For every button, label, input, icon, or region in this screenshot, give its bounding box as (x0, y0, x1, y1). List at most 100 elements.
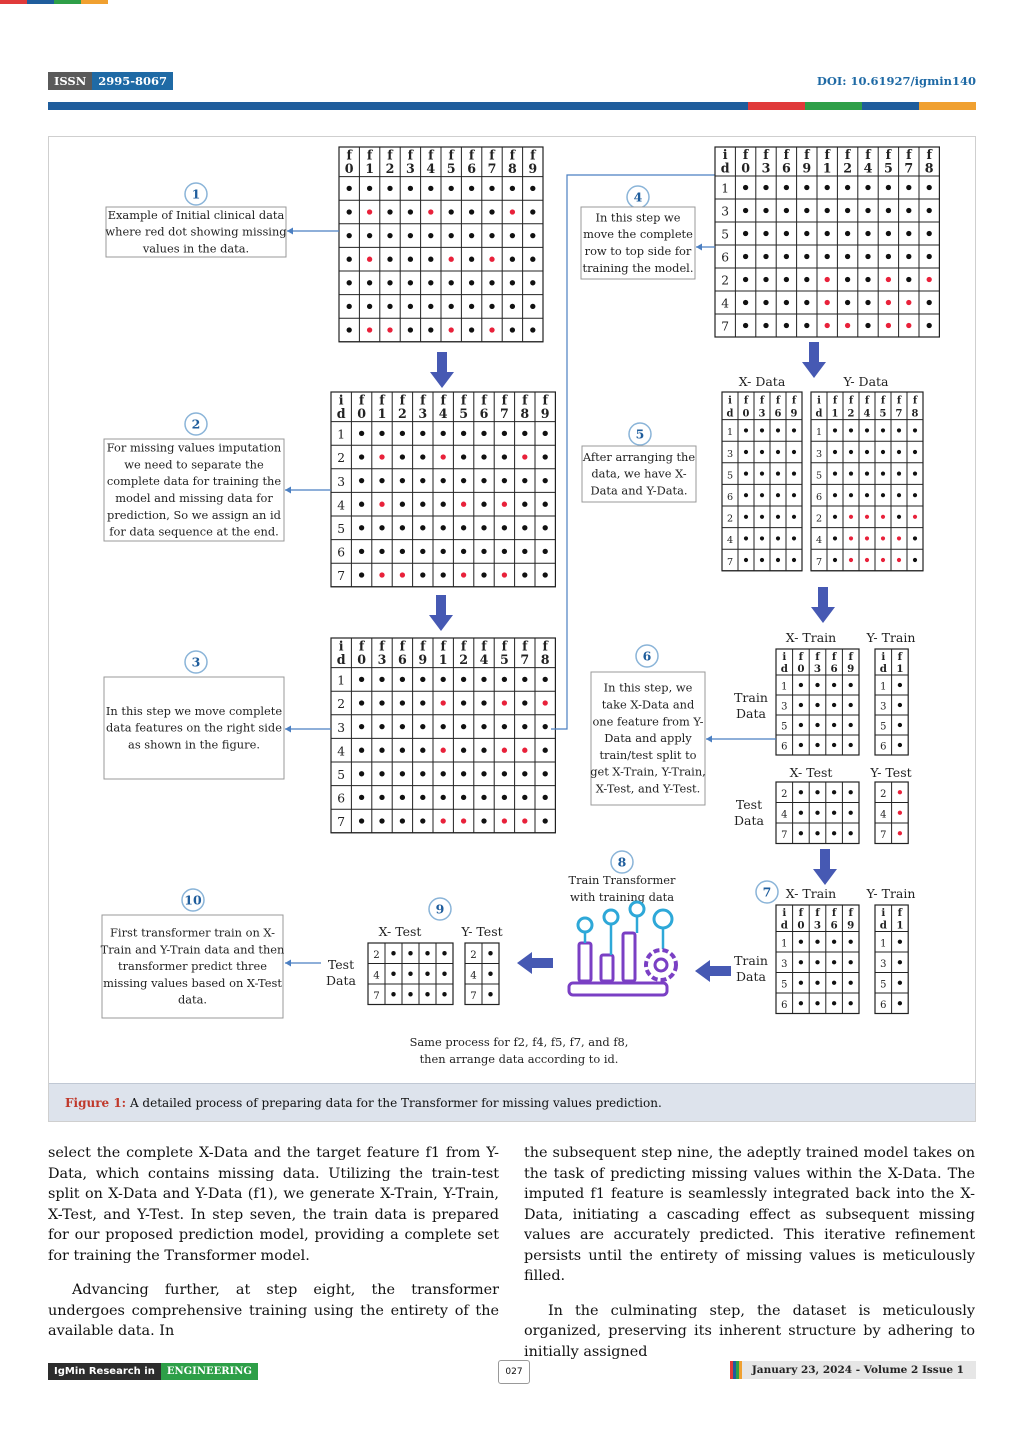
data-dot (799, 703, 803, 707)
data-dot (489, 186, 494, 191)
data-dot (420, 478, 425, 483)
data-dot (763, 277, 768, 282)
table-header-cell: d (781, 919, 788, 931)
data-dot (898, 1001, 902, 1005)
data-dot (420, 700, 425, 705)
missing-value-dot (913, 515, 917, 519)
data-dot (400, 818, 405, 823)
data-dot (502, 478, 507, 483)
data-dot (543, 748, 548, 753)
table-header-cell: f (815, 651, 820, 663)
table-header-cell: 4 (439, 406, 448, 421)
table-header-cell: 6 (831, 663, 838, 675)
table-header-cell: 1 (896, 663, 903, 675)
data-dot (865, 450, 869, 454)
data-dot (886, 254, 891, 259)
missing-value-dot (522, 818, 527, 823)
data-dot (799, 790, 803, 794)
data-dot (359, 771, 364, 776)
table-header-cell: f (832, 651, 837, 663)
data-dot (825, 208, 830, 213)
data-dot (510, 233, 515, 238)
data-dot (849, 493, 853, 497)
data-dot (425, 992, 429, 996)
body-column-right: the subsequent step nine, the adeptly tr… (524, 1143, 975, 1376)
data-dot (849, 1001, 853, 1005)
data-dot (400, 478, 405, 483)
table-row-id: 4 (880, 809, 886, 820)
table-header-cell: 7 (904, 161, 913, 176)
table-header-cell: 8 (508, 161, 517, 176)
table-header-cell: f (865, 396, 870, 407)
data-dot (489, 209, 494, 214)
data-dot (522, 724, 527, 729)
table-header-cell: 1 (439, 652, 448, 667)
label-test: Data (326, 973, 356, 988)
note-line: values in the data. (142, 241, 249, 255)
missing-value-dot (849, 515, 853, 519)
data-dot (763, 300, 768, 305)
doi-link[interactable]: DOI: 10.61927/igmin140 (817, 74, 976, 88)
step-number: 6 (643, 649, 652, 664)
table-row-id: 2 (337, 451, 345, 465)
data-dot (387, 233, 392, 238)
table-row-id: 6 (816, 492, 822, 503)
data-dot (481, 700, 486, 705)
data-dot (379, 700, 384, 705)
table-row-id: 5 (816, 470, 822, 481)
data-dot (408, 209, 413, 214)
data-dot (522, 549, 527, 554)
data-dot (815, 831, 819, 835)
note-line: for data sequence at the end. (109, 525, 279, 539)
label-train: Train (734, 953, 768, 968)
label-x-train: X- Train (786, 886, 836, 901)
data-dot (784, 300, 789, 305)
table-row-id: 1 (781, 938, 787, 949)
data-dot (461, 700, 466, 705)
data-dot (784, 231, 789, 236)
data-dot (897, 450, 901, 454)
data-dot (469, 280, 474, 285)
data-dot (489, 280, 494, 285)
missing-value-dot (865, 515, 869, 519)
step-number: 4 (634, 190, 643, 205)
down-arrow (430, 352, 454, 388)
data-dot (743, 323, 748, 328)
data-dot (784, 323, 789, 328)
table-row-id: 4 (816, 535, 822, 546)
data-dot (897, 493, 901, 497)
data-dot (832, 703, 836, 707)
data-dot (832, 831, 836, 835)
table-row-id: 6 (337, 546, 345, 560)
data-dot (913, 536, 917, 540)
data-dot (522, 771, 527, 776)
data-dot (449, 209, 454, 214)
table-row-id: 3 (781, 701, 787, 712)
table-row-id: 1 (337, 428, 345, 442)
data-dot (760, 515, 764, 519)
table-header-cell: f (832, 907, 837, 919)
table-header-cell: d (337, 406, 346, 421)
caption-label: Figure 1: (65, 1096, 126, 1110)
data-dot (400, 454, 405, 459)
data-dot (898, 960, 902, 964)
table-row-id: 4 (781, 809, 787, 820)
table-header-cell: 0 (797, 919, 804, 931)
note-line: take X-Data and (602, 698, 695, 712)
paragraph: Advancing further, at step eight, the tr… (48, 1280, 499, 1342)
missing-value-dot (522, 454, 527, 459)
table-header-cell: 3 (814, 663, 821, 675)
data-dot (792, 558, 796, 562)
missing-value-dot (825, 323, 830, 328)
data-dot (799, 981, 803, 985)
data-dot (927, 208, 932, 213)
data-dot (425, 972, 429, 976)
data-dot (489, 304, 494, 309)
data-dot (832, 1001, 836, 1005)
data-dot (913, 450, 917, 454)
data-dot (845, 277, 850, 282)
data-dot (804, 277, 809, 282)
data-dot (543, 478, 548, 483)
data-dot (379, 724, 384, 729)
data-dot (776, 472, 780, 476)
